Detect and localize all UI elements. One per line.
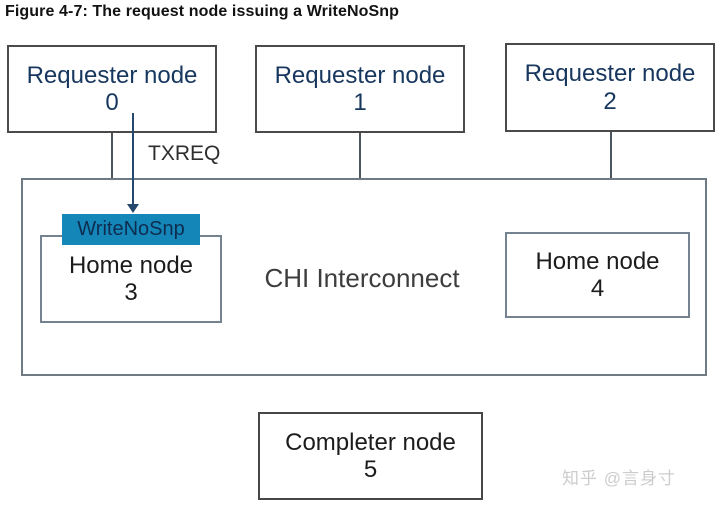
- connector-requester-0: [111, 133, 113, 178]
- figure-title: Figure 4-7: The request node issuing a W…: [5, 3, 399, 20]
- completer-node-5-number: 5: [363, 456, 378, 483]
- txreq-arrow-line: [132, 113, 134, 205]
- completer-node-5-label: Completer node: [285, 428, 456, 456]
- home-node-3-box: Home node 3: [40, 235, 222, 323]
- connector-requester-2: [610, 132, 612, 178]
- home-node-3-label: Home node: [68, 251, 194, 279]
- arrow-down-icon: [127, 204, 139, 213]
- connector-requester-1: [359, 133, 361, 178]
- completer-node-5-box: Completer node 5: [258, 412, 483, 500]
- requester-node-1-number: 1: [353, 89, 367, 116]
- home-node-3-number: 3: [124, 279, 138, 306]
- txreq-label: TXREQ: [148, 142, 221, 165]
- requester-node-2-number: 2: [603, 87, 617, 115]
- requester-node-2-label: Requester node: [524, 60, 696, 88]
- watermark: 知乎 @言身寸: [562, 469, 676, 488]
- requester-node-1-label: Requester node: [274, 61, 446, 89]
- requester-node-2-box: Requester node 2: [505, 43, 715, 132]
- requester-node-1-box: Requester node 1: [255, 45, 465, 133]
- requester-node-0-label: Requester node: [26, 61, 198, 89]
- writenosnp-label: WriteNoSnp: [77, 218, 185, 240]
- requester-node-0-box: Requester node 0: [7, 45, 217, 133]
- writenosnp-tag: WriteNoSnp: [62, 214, 200, 245]
- home-node-4-number: 4: [590, 275, 605, 302]
- chi-interconnect-label: CHI Interconnect: [264, 263, 460, 293]
- requester-node-0-number: 0: [105, 89, 119, 116]
- home-node-4-label: Home node: [535, 247, 660, 275]
- home-node-4-box: Home node 4: [505, 232, 690, 318]
